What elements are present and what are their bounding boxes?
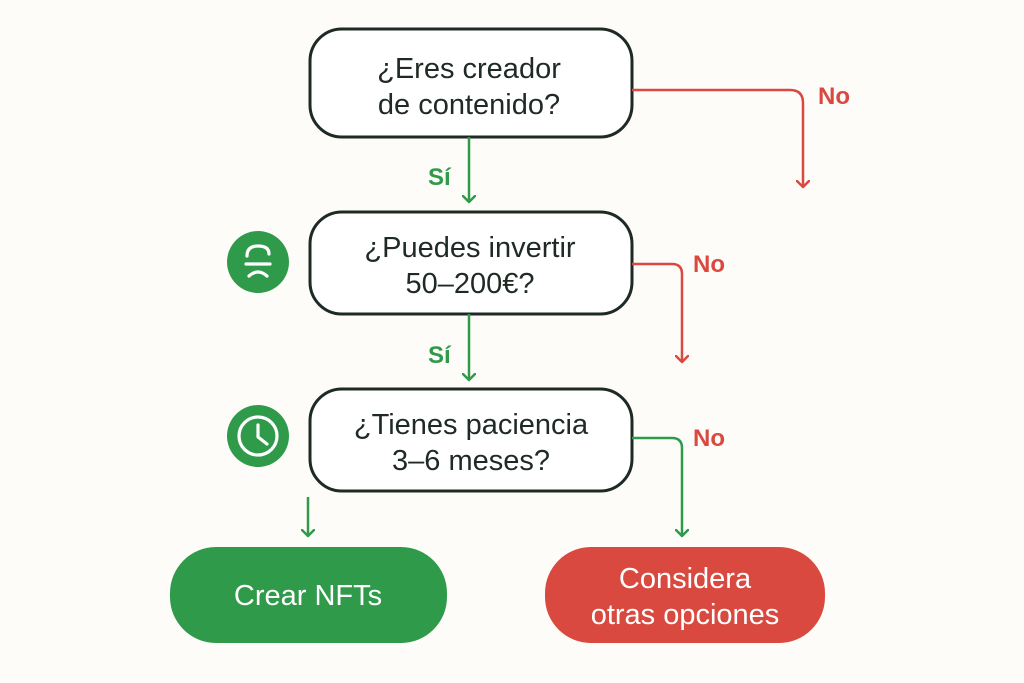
node-question-patience: ¿Tienes paciencia 3–6 meses? (308, 387, 634, 493)
terminal-other-options-line1: Considera (619, 563, 752, 595)
edge-q2-no-label: No (693, 251, 725, 278)
node-question-invest-line2: 50–200€? (405, 268, 534, 300)
edge-q3-no: No (632, 425, 725, 536)
node-question-creator-line2: de contenido? (378, 89, 560, 121)
terminal-create-nfts: Crear NFTs (170, 547, 447, 643)
edge-q2-no: No (632, 251, 725, 362)
node-question-patience-line2: 3–6 meses? (392, 445, 550, 477)
node-question-patience-line1: ¿Tienes paciencia (354, 409, 589, 441)
edge-q1-yes-label: Sí (428, 164, 452, 191)
node-question-creator-line1: ¿Eres creador (377, 53, 561, 85)
node-question-invest-line1: ¿Puedes invertir (364, 232, 575, 264)
edge-q1-no-label: No (818, 83, 850, 110)
edge-q3-no-label: No (693, 425, 725, 452)
terminal-other-options: Considera otras opciones (545, 547, 825, 643)
node-question-creator: ¿Eres creador de contenido? (308, 27, 634, 139)
terminal-create-nfts-label: Crear NFTs (234, 580, 382, 612)
edge-q2-yes-label: Sí (428, 342, 452, 369)
terminal-other-options-line2: otras opciones (591, 599, 780, 631)
edge-q1-no: No (632, 83, 850, 187)
clock-icon (227, 405, 289, 467)
edge-q1-yes: Sí (428, 137, 469, 202)
edge-q2-yes: Sí (428, 314, 469, 380)
node-question-invest: ¿Puedes invertir 50–200€? (308, 210, 634, 316)
money-icon (227, 231, 289, 293)
